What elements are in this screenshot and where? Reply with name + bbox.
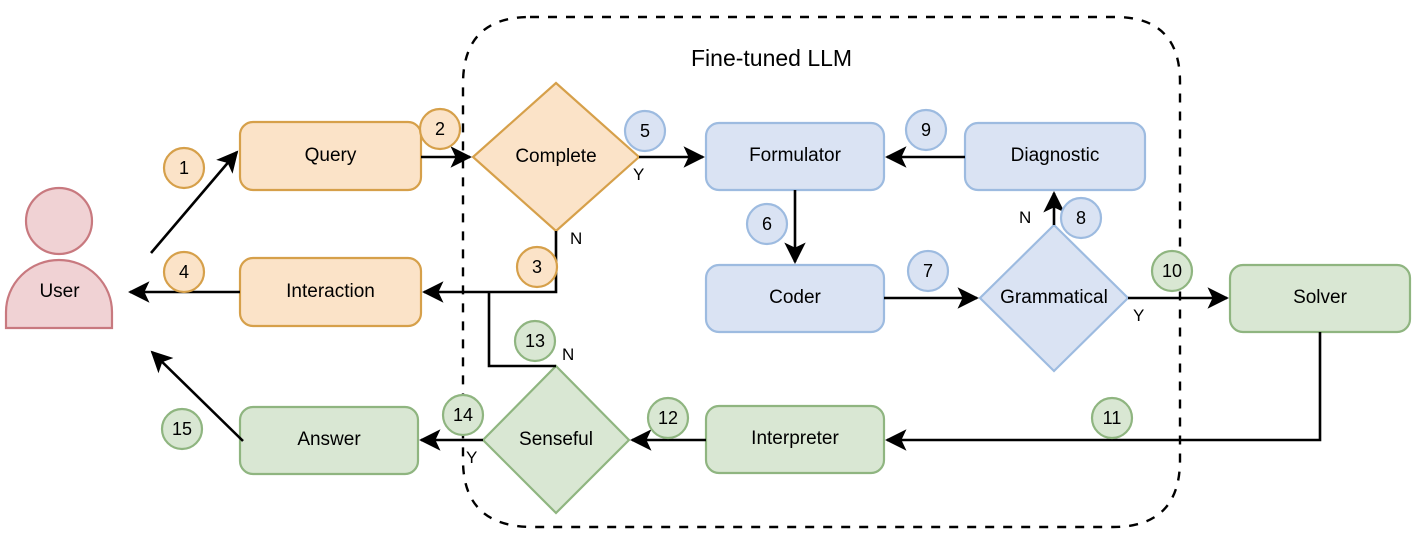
badge-2-label: 2: [434, 118, 445, 139]
badge-2: [418, 107, 462, 151]
node-diagnostic-shape: [963, 121, 1147, 192]
badge-11-label: 11: [1102, 407, 1122, 428]
node-formulator-shape: [704, 121, 886, 192]
edge-15-answer-to-user: [150, 350, 244, 442]
diagram-title: Fine-tuned LLM: [691, 45, 853, 71]
badge-9: [904, 108, 948, 152]
badge-6: [745, 202, 789, 246]
fine-tuned-llm-boundary: [461, 15, 1182, 529]
badge-8-label: 8: [1075, 207, 1086, 228]
node-complete-shape: [471, 81, 641, 233]
badge-7: [906, 249, 950, 293]
node-interpreter-shape: [704, 404, 886, 475]
badge-12: [646, 396, 690, 440]
badge-5: [623, 109, 667, 153]
badge-12-label: 12: [657, 407, 679, 428]
badge-1: [162, 146, 206, 190]
badge-10-label: 10: [1161, 260, 1183, 281]
node-answer-shape: [238, 405, 420, 476]
badge-3: [515, 245, 559, 289]
condition-senseful-y: Y: [466, 448, 478, 467]
badge-4: [162, 250, 206, 294]
condition-grammatical-y: Y: [1133, 306, 1145, 325]
badge-5-label: 5: [639, 120, 650, 141]
node-interaction-shape: [238, 256, 423, 328]
badge-9-label: 9: [920, 119, 931, 140]
edge-3-complete-to-interaction: [422, 231, 558, 303]
condition-senseful-n: N: [562, 345, 575, 364]
condition-grammatical-n: N: [1019, 208, 1032, 227]
badge-14: [441, 393, 485, 437]
node-query-shape: [238, 120, 423, 192]
badge-1-label: 1: [178, 157, 189, 178]
badge-11: [1090, 396, 1134, 440]
badge-15-label: 15: [171, 418, 193, 439]
badge-6-label: 6: [761, 213, 772, 234]
badge-15: [160, 407, 204, 451]
badge-10: [1150, 249, 1194, 293]
node-senseful-shape: [481, 364, 631, 515]
node-user-shape: [4, 186, 114, 330]
node-grammatical-shape: [978, 223, 1130, 373]
badge-13: [513, 319, 557, 363]
condition-complete-y: Y: [633, 165, 645, 184]
edge-1-user-to-query: [150, 150, 239, 254]
badge-13-label: 13: [524, 330, 546, 351]
edge-13-senseful-to-interaction: [487, 292, 556, 368]
node-solver-shape: [1228, 263, 1412, 334]
badge-8: [1059, 196, 1103, 240]
badge-4-label: 4: [178, 261, 189, 282]
node-coder-shape: [704, 263, 886, 334]
edge-11-solver-to-interpreter: [885, 332, 1322, 451]
badge-3-label: 3: [531, 256, 542, 277]
badge-14-label: 14: [452, 404, 474, 425]
condition-complete-n: N: [570, 229, 583, 248]
badge-7-label: 7: [922, 260, 933, 281]
